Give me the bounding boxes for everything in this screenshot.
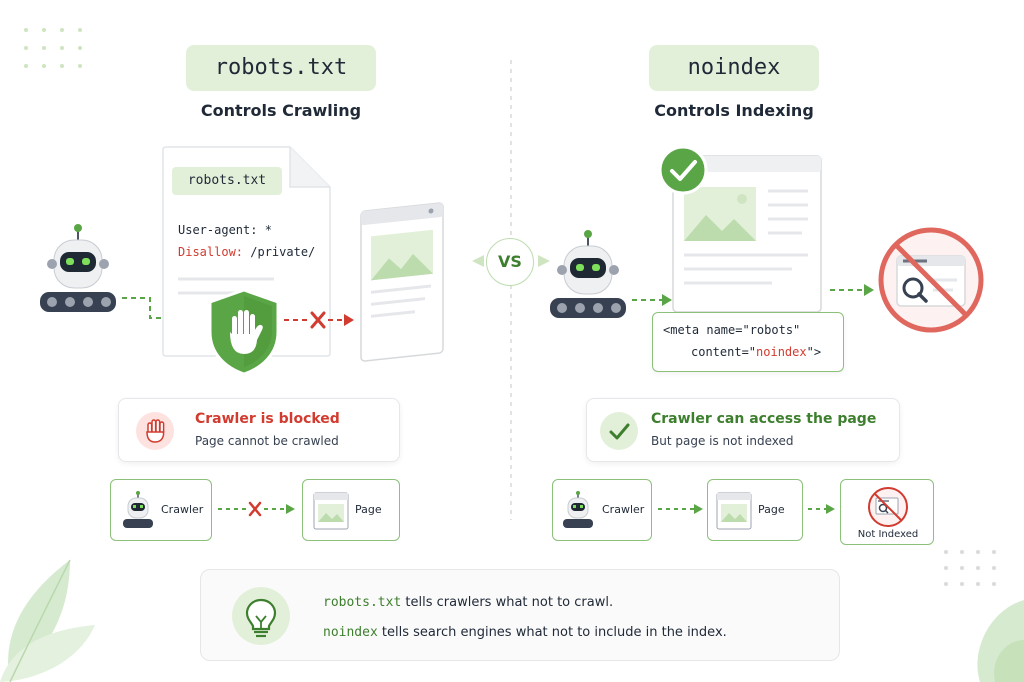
robots-txt-title: robots.txt (186, 45, 376, 91)
controls-crawling-subtitle: Controls Crawling (200, 101, 362, 120)
flow-blocked-arrow (218, 501, 295, 517)
meta-line-1: <meta name="robots" (663, 323, 801, 337)
lightbulb-icon (232, 587, 290, 645)
robot-crawler-icon (40, 224, 116, 312)
summary-line-robots: robots.txt tells crawlers what not to cr… (323, 590, 613, 616)
shield-hand-icon (208, 288, 280, 376)
disallow-path: /private/ (243, 245, 316, 259)
controls-indexing-subtitle: Controls Indexing (654, 101, 814, 120)
summary-noindex-text: tells search engines what not to include… (377, 625, 727, 640)
check-badge-icon (658, 145, 708, 195)
meta-line-2: content="noindex"> (691, 341, 821, 363)
robots-txt-file-tab: robots.txt (172, 167, 282, 195)
mini-page-icon (313, 492, 349, 530)
mini-page-icon (716, 492, 752, 530)
noindex-title: noindex (649, 45, 819, 91)
flow-crawler-box: Crawler (552, 479, 652, 541)
crawler-blocked-card: Crawler is blocked Page cannot be crawle… (118, 398, 400, 462)
vs-right-arrow (538, 255, 550, 267)
center-divider (510, 60, 512, 520)
indexed-web-page (672, 155, 822, 315)
check-icon (600, 412, 638, 450)
access-arrow (632, 294, 672, 306)
mini-no-search-icon (868, 487, 908, 527)
crawler-can-access-title: Crawler can access the page (651, 411, 877, 427)
vs-badge: VS (486, 238, 534, 286)
stop-hand-icon (136, 412, 174, 450)
flow-index-arrow (808, 504, 835, 514)
crawler-blocked-subtitle: Page cannot be crawled (195, 434, 339, 448)
flow-page-label: Page (355, 503, 382, 516)
flow-page-box: Page (707, 479, 803, 541)
blocked-arrow (284, 311, 354, 329)
flow-crawler-label: Crawler (161, 503, 204, 516)
meta-noindex-value: noindex (756, 345, 807, 359)
index-arrow (830, 284, 874, 296)
robots-txt-document: robots.txt User-agent: * Disallow: /priv… (162, 145, 332, 358)
decorative-dots (944, 550, 996, 586)
meta-content-prefix: content=" (691, 345, 757, 359)
flow-not-indexed-label: Not Indexed (857, 529, 919, 540)
meta-noindex-tag: <meta name="robots" content="noindex"> (652, 312, 844, 372)
crawler-can-access-card: Crawler can access the page But page is … (586, 398, 900, 462)
flow-access-arrow (658, 504, 703, 514)
leaf-decoration (0, 559, 95, 682)
vs-left-arrow (472, 255, 484, 267)
leaf-decoration (977, 600, 1024, 682)
disallow-line: Disallow: /private/ (178, 241, 315, 263)
disallow-keyword: Disallow: (178, 245, 244, 259)
mini-robot-icon (123, 491, 153, 528)
flow-crawler-box: Crawler (110, 479, 212, 541)
summary-robots-code: robots.txt (323, 595, 402, 610)
user-agent-line: User-agent: * (178, 223, 272, 237)
summary-noindex-code: noindex (323, 625, 378, 640)
summary-robots-text: tells crawlers what not to crawl. (401, 595, 614, 610)
no-search-icon (878, 227, 984, 333)
crawler-blocked-title: Crawler is blocked (195, 411, 340, 427)
summary-box: robots.txt tells crawlers what not to cr… (200, 569, 840, 661)
crawler-can-access-subtitle: But page is not indexed (651, 434, 794, 448)
summary-line-noindex: noindex tells search engines what not to… (323, 620, 727, 646)
flow-page-label: Page (758, 503, 785, 516)
flow-page-box: Page (302, 479, 400, 541)
robot-crawler-icon (550, 230, 626, 318)
flow-crawler-label: Crawler (602, 503, 645, 516)
mini-robot-icon (563, 491, 593, 528)
flow-not-indexed-box: Not Indexed (840, 479, 934, 545)
decorative-dots (24, 28, 82, 68)
web-page-icon (360, 202, 444, 362)
meta-content-suffix: "> (806, 345, 822, 359)
